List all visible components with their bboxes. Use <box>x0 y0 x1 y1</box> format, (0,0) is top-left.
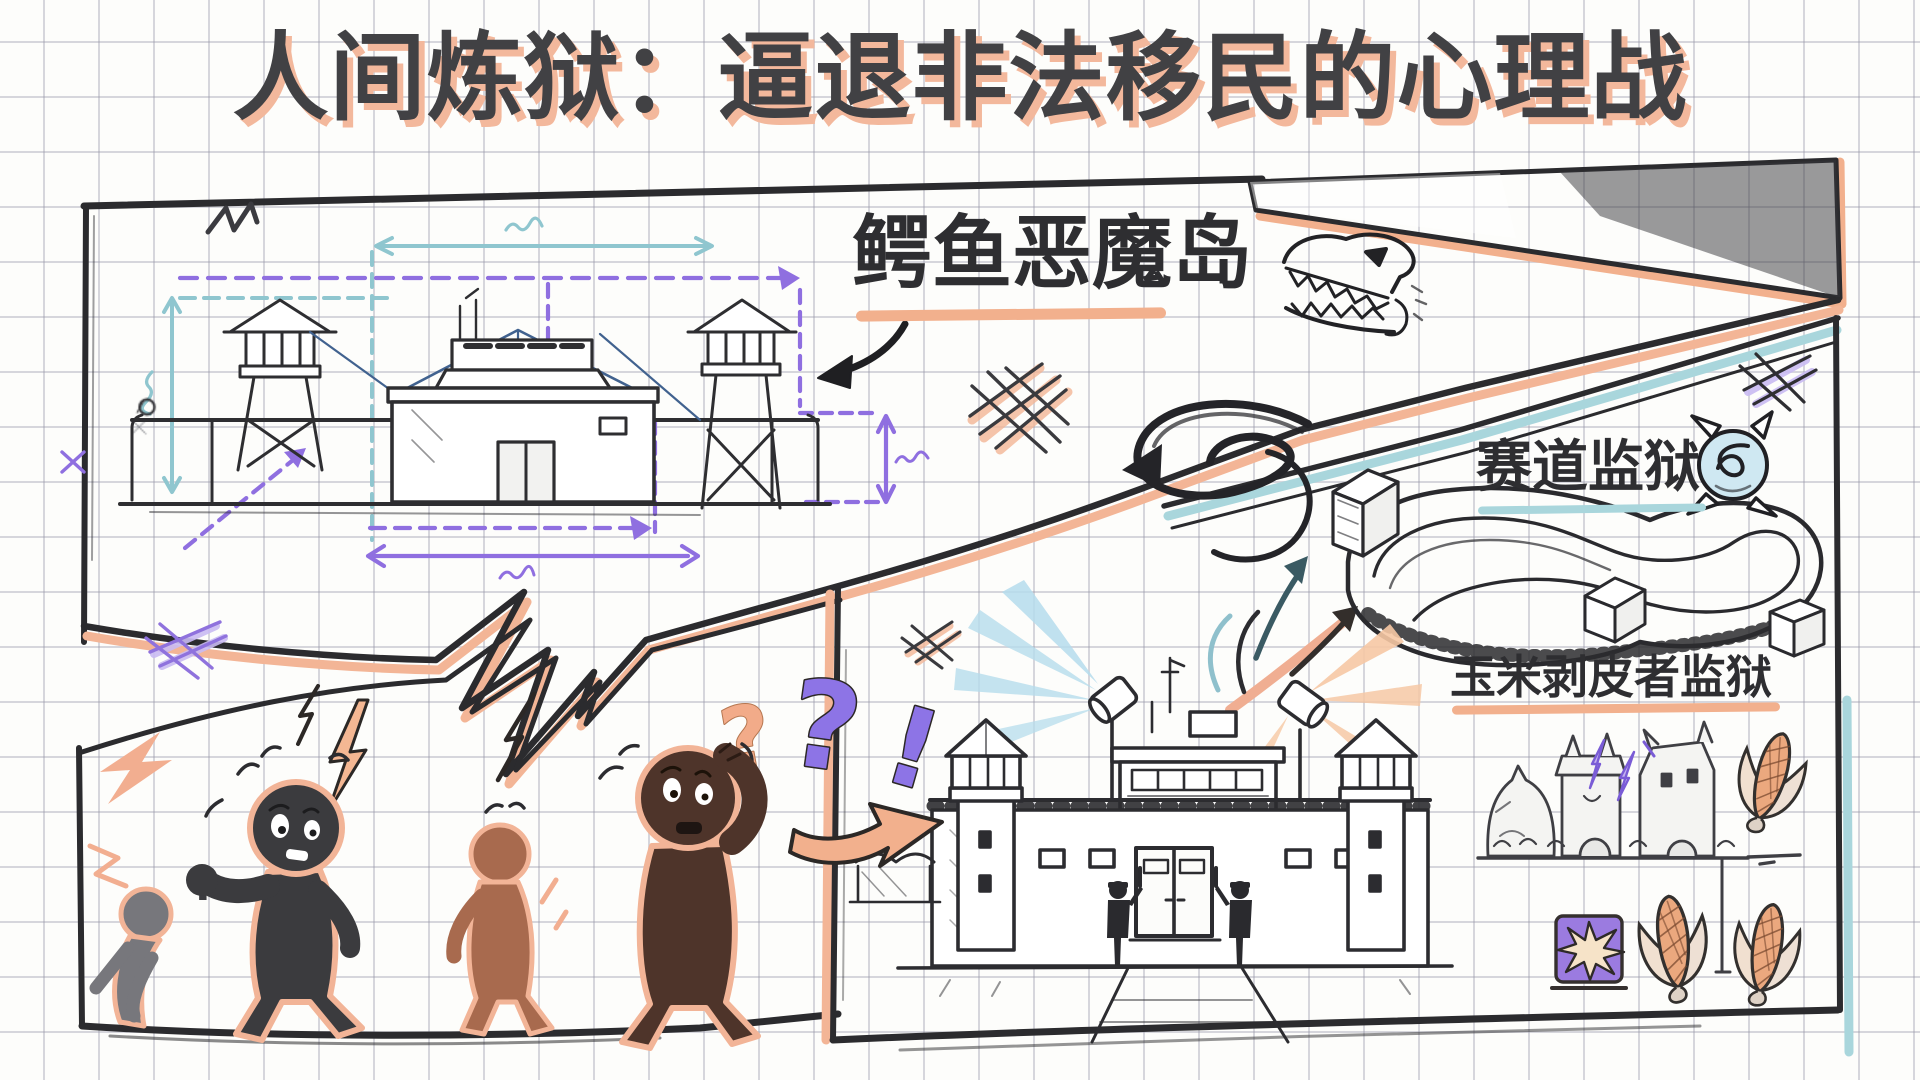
label-arrow <box>817 320 909 389</box>
guard-figure <box>1107 866 1143 966</box>
crosshatch-doodles <box>144 352 1818 680</box>
crosshatch-orange <box>967 362 1073 455</box>
guard-figure <box>1214 866 1252 966</box>
watchtower-pointed-left <box>944 718 1028 952</box>
racetrack-sketch <box>1331 468 1826 668</box>
blueprint-prison-sketch <box>60 216 930 580</box>
crocodile-icon <box>1282 232 1428 337</box>
track-block <box>1583 576 1647 644</box>
gatehouse <box>1110 656 1286 812</box>
gate-doors <box>1128 846 1222 942</box>
corner-hatch <box>90 204 430 412</box>
crosshatch-purple-left <box>144 620 228 680</box>
castle-sketch <box>1476 720 1802 974</box>
motion-marks <box>204 742 754 818</box>
watchtower-right <box>686 298 798 510</box>
watchtower-left <box>222 298 338 472</box>
searchlight-right <box>1277 679 1330 802</box>
hedge <box>848 852 942 904</box>
crosshatch-purple-right <box>1738 352 1818 412</box>
main-building <box>308 287 702 504</box>
panel-prison-frame <box>660 315 1854 1057</box>
poster-title: 人间炼狱：逼退非法移民的心理战 <box>232 22 1688 134</box>
panicked-figure-holding-head <box>619 742 768 1051</box>
panicked-figure-main <box>186 779 365 1043</box>
prison-facility <box>848 580 1454 1044</box>
explosion-square-icon <box>1550 914 1628 990</box>
swirl-arrow-icon <box>1122 399 1313 563</box>
callout-speedway-prison: 赛道监狱 <box>1476 435 1700 500</box>
callout-cornhusker-prison: 玉米剥皮者监狱 <box>1450 650 1772 704</box>
racetrack-arrows <box>1225 556 1358 715</box>
track-block <box>1331 468 1400 558</box>
searchlight-left <box>1087 675 1139 802</box>
prison-ground <box>896 964 1454 1044</box>
callout-alligator-island: 鳄鱼恶魔岛 <box>852 207 1252 300</box>
hatched-wedge <box>1247 157 1847 309</box>
purple-lightning <box>1588 738 1656 802</box>
junction-hatch <box>660 598 834 684</box>
speedway-spiral-icon <box>1686 410 1778 518</box>
crosshatch-orange-small <box>900 620 962 670</box>
panel-blueprint-frame <box>80 157 1847 789</box>
panicked-figure-brown <box>446 822 555 1037</box>
exclamation-mark: ! <box>872 683 954 817</box>
question-mark-purple: ? <box>781 654 869 801</box>
w-squiggle <box>205 201 260 235</box>
panel-transition-arrow <box>788 802 944 868</box>
watchtower-pointed-right <box>1334 718 1418 952</box>
panicked-figure-grey <box>89 886 174 1029</box>
track-block <box>1768 598 1826 658</box>
